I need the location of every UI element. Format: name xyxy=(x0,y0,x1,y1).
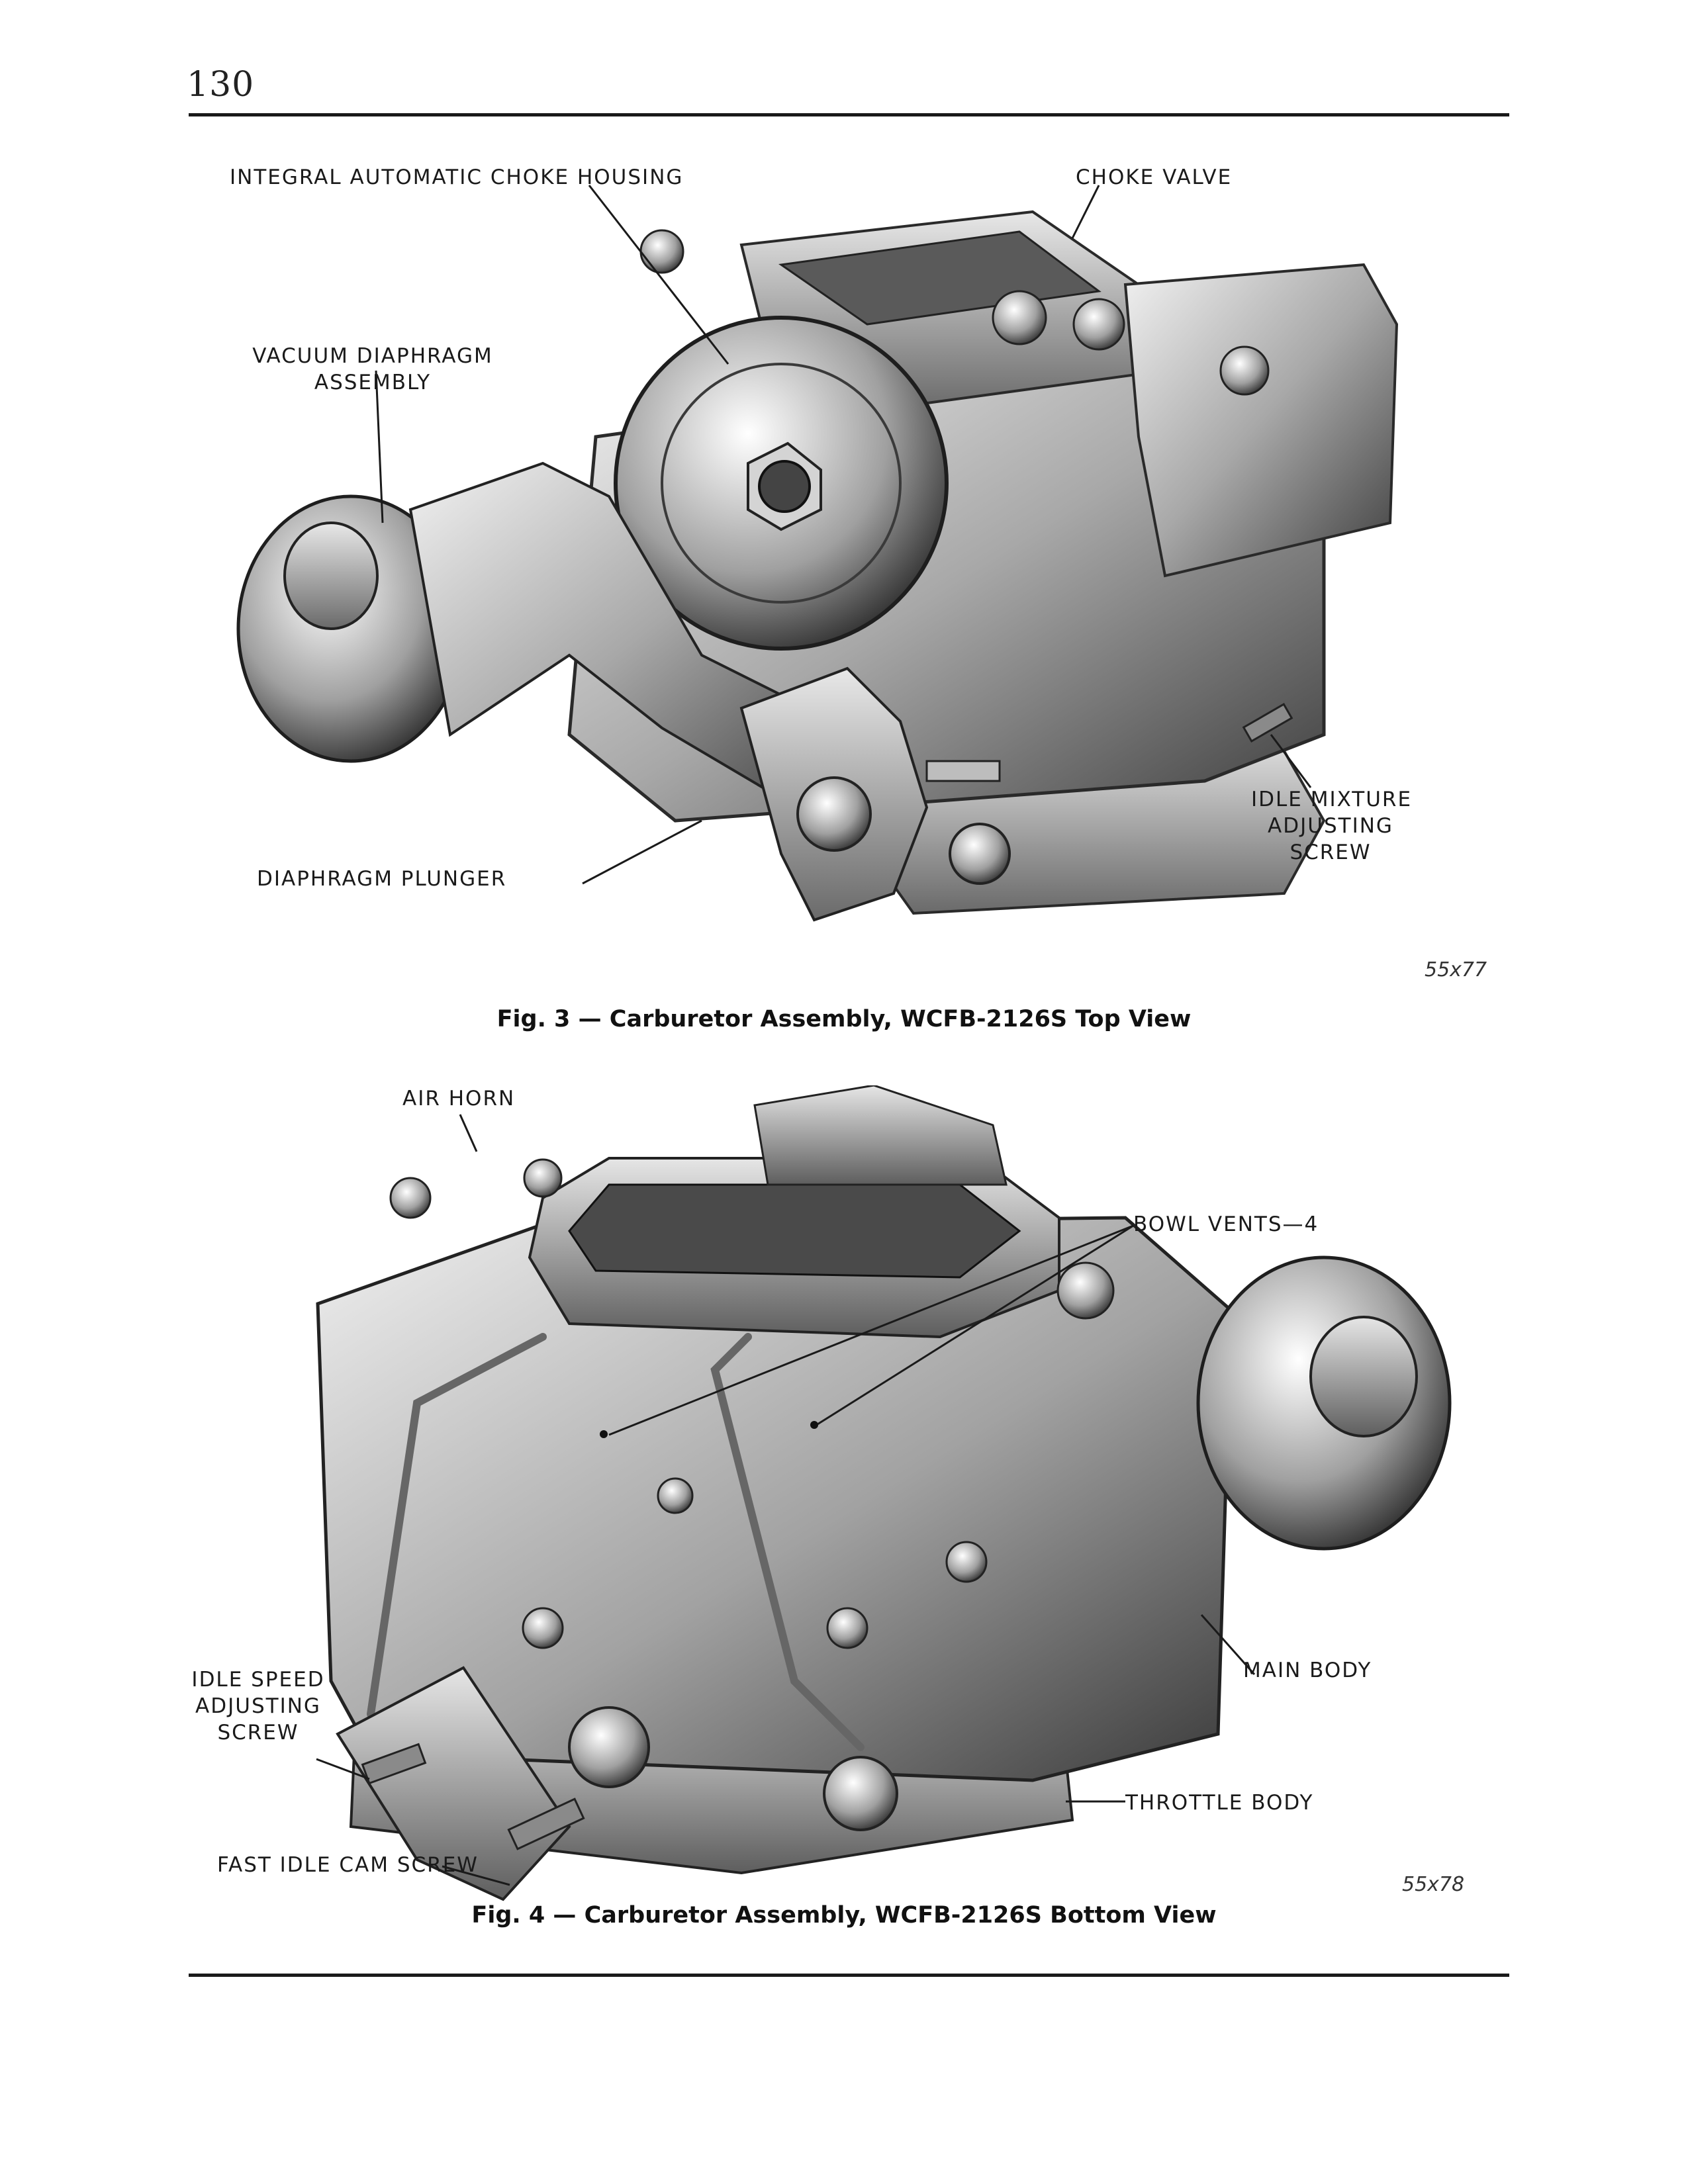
callout-idle-mixture-line2: ADJUSTING xyxy=(1268,814,1393,838)
figure-4-number: 55x78 xyxy=(1402,1873,1465,1896)
callout-vacuum-diaphragm: VACUUM DIAPHRAGM ASSEMBLY xyxy=(250,343,495,396)
callout-throttle-body: THROTTLE BODY xyxy=(1125,1791,1314,1815)
figure-4: AIR HORN BOWL VENTS—4 MAIN BODY THROTTLE… xyxy=(191,1085,1509,1939)
page-number: 130 xyxy=(187,65,255,105)
callout-choke-valve: CHOKE VALVE xyxy=(1076,165,1233,189)
callout-idle-mixture-line1: IDLE MIXTURE xyxy=(1251,788,1413,811)
callout-fast-idle-cam: FAST IDLE CAM SCREW xyxy=(217,1853,479,1877)
callout-diaphragm-plunger: DIAPHRAGM PLUNGER xyxy=(257,867,507,891)
carburetor-bottom-view-illustration xyxy=(316,1085,1452,1901)
top-rule xyxy=(189,113,1509,116)
callout-idle-mixture: IDLE MIXTURE ADJUSTING SCREW xyxy=(1251,786,1413,866)
callout-idle-mixture-line3: SCREW xyxy=(1289,841,1372,864)
callout-idle-speed: IDLE SPEED ADJUSTING SCREW xyxy=(185,1666,331,1746)
callout-idle-speed-line2: ADJUSTING xyxy=(195,1694,321,1718)
figure-3: INTEGRAL AUTOMATIC CHOKE HOUSING CHOKE V… xyxy=(199,152,1509,1066)
callout-choke-housing: INTEGRAL AUTOMATIC CHOKE HOUSING xyxy=(230,165,684,189)
figure-3-number: 55x77 xyxy=(1425,958,1487,981)
callout-air-horn: AIR HORN xyxy=(402,1087,516,1111)
callout-main-body: MAIN BODY xyxy=(1243,1659,1372,1682)
figure-4-caption: Fig. 4 — Carburetor Assembly, WCFB-2126S… xyxy=(471,1902,1217,1929)
figure-3-caption: Fig. 3 — Carburetor Assembly, WCFB-2126S… xyxy=(496,1006,1192,1032)
callout-idle-speed-line1: IDLE SPEED xyxy=(191,1668,325,1692)
callout-vacuum-diaphragm-line1: VACUUM DIAPHRAGM xyxy=(252,344,493,368)
callout-vacuum-diaphragm-line2: ASSEMBLY xyxy=(314,371,432,394)
bottom-rule xyxy=(189,1974,1509,1977)
carburetor-top-view-illustration xyxy=(236,185,1399,922)
callout-bowl-vents: BOWL VENTS—4 xyxy=(1133,1212,1319,1236)
callout-idle-speed-line3: SCREW xyxy=(217,1721,299,1745)
lever xyxy=(336,1666,571,1901)
